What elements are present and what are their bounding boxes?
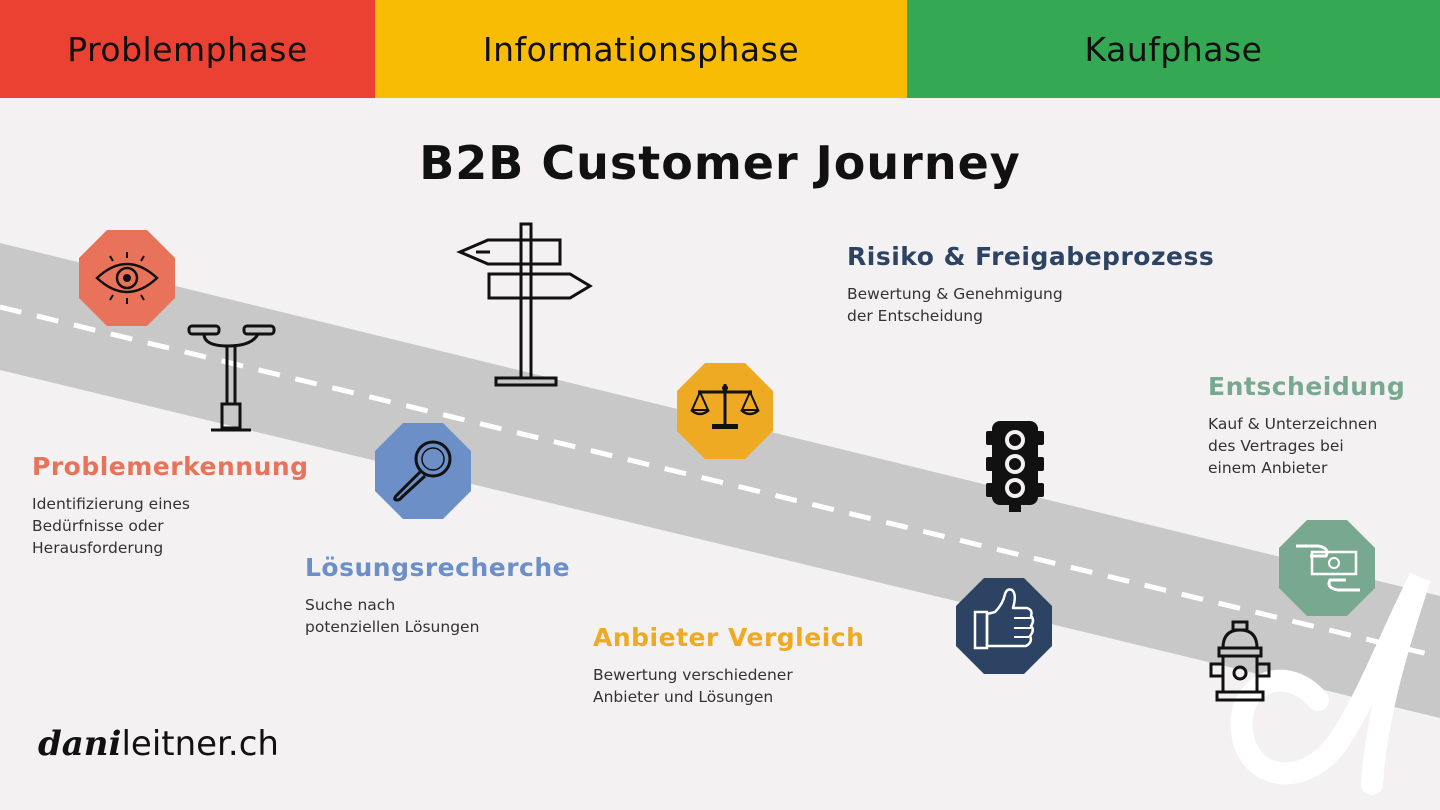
- brand-logo: danileitner.ch: [38, 724, 279, 764]
- phase-bar: Problemphase Informationsphase Kaufphase: [0, 0, 1440, 98]
- traffic-light-icon: [986, 421, 1044, 512]
- signpost-icon: [456, 222, 593, 387]
- hydrant-icon: [1209, 620, 1271, 702]
- step-description: Kauf & Unterzeichnen des Vertrages bei e…: [1208, 415, 1378, 477]
- step-problemerkennung: Problemerkennung Identifizierung eines B…: [32, 452, 309, 559]
- thumbs-up-icon: [956, 578, 1052, 674]
- step-anbieter-vergleich: Anbieter Vergleich Bewertung verschieden…: [593, 623, 864, 708]
- page-title: B2B Customer Journey: [419, 136, 1021, 190]
- step-risiko-freigabeprozess: Risiko & Freigabeprozess Bewertung & Gen…: [847, 242, 1214, 327]
- road-center-line: [0, 304, 1440, 660]
- step-title: Anbieter Vergleich: [593, 623, 865, 652]
- logo-plain-part: leitner.ch: [121, 724, 279, 764]
- step-title: Problemerkennung: [32, 452, 309, 481]
- eye-icon: [79, 230, 175, 326]
- step-entscheidung: Entscheidung Kauf & Unterzeichnen des Ve…: [1208, 372, 1405, 479]
- step-description: Identifizierung eines Bedürfnisse oder H…: [32, 495, 190, 557]
- magnifier-icon: [375, 423, 471, 519]
- step-description: Bewertung & Genehmigung der Entscheidung: [847, 285, 1063, 325]
- step-loesungsrecherche: Lösungsrecherche Suche nach potenziellen…: [305, 553, 570, 638]
- money-hand-icon: [1279, 520, 1375, 616]
- street-lamp-icon: [187, 324, 276, 432]
- scale-icon: [677, 363, 773, 459]
- phase-problem: Problemphase: [0, 0, 375, 98]
- step-description: Bewertung verschiedener Anbieter und Lös…: [593, 666, 793, 706]
- step-title: Entscheidung: [1208, 372, 1406, 401]
- step-title: Lösungsrecherche: [305, 553, 571, 582]
- step-description: Suche nach potenziellen Lösungen: [305, 596, 480, 636]
- phase-information: Informationsphase: [375, 0, 907, 98]
- step-title: Risiko & Freigabeprozess: [847, 242, 1215, 271]
- logo-script-part: dani: [38, 724, 122, 764]
- phase-kauf: Kaufphase: [907, 0, 1440, 98]
